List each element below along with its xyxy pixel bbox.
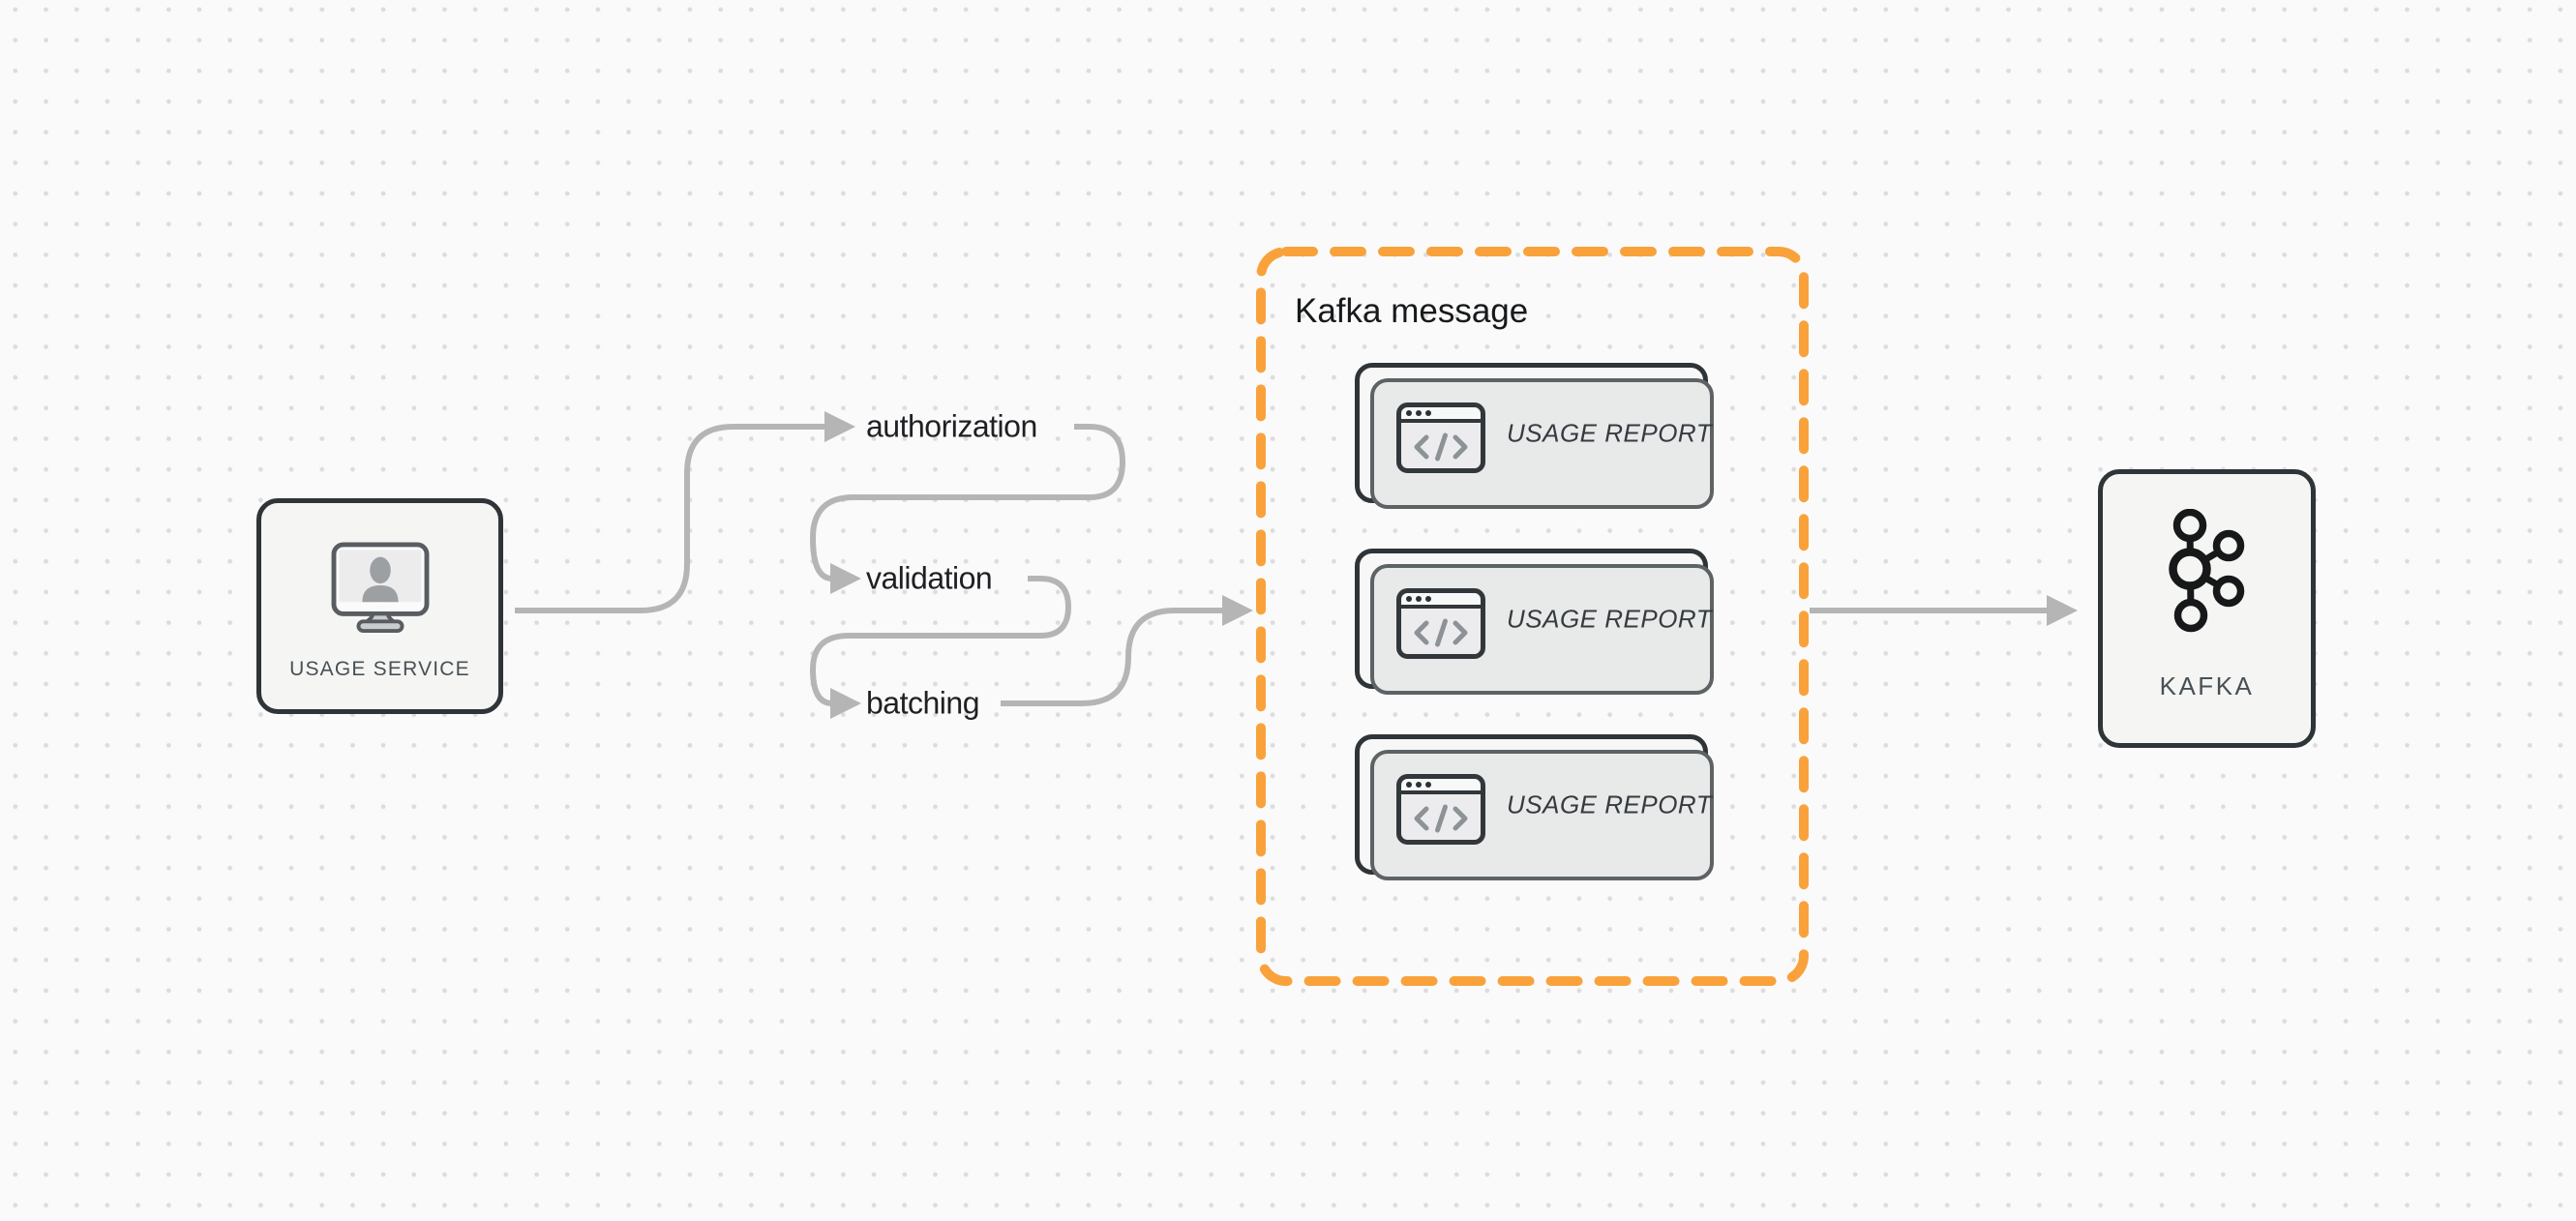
kafka-message-group-border [1256,247,1809,986]
monitor-user-icon [331,542,429,634]
arrowhead-icon [830,688,861,719]
connector-usage-to-authorization [515,424,824,613]
code-window-icon [1396,774,1485,845]
connector-batching-to-group [1001,608,1222,706]
arrowhead-icon [1222,595,1253,626]
step-label-authorization: authorization [866,408,1037,444]
node-label-kafka: KAFKA [2159,671,2255,700]
usage-report-label: USAGE REPORT [1507,604,1713,633]
node-usage-service: USAGE SERVICE [256,498,503,714]
kafka-logo-icon [2168,509,2244,633]
usage-report-label: USAGE REPORT [1507,418,1713,447]
arrowhead-icon [2047,595,2078,626]
node-kafka: KAFKA [2098,469,2316,748]
connector-validation-to-batching [809,576,1072,706]
usage-report-card: USAGE REPORT [1355,734,1714,880]
usage-report-label: USAGE REPORT [1507,789,1713,819]
node-label-usage-service: USAGE SERVICE [289,658,470,680]
usage-report-card: USAGE REPORT [1355,363,1714,509]
step-label-batching: batching [866,685,979,721]
step-label-validation: validation [866,560,993,596]
code-window-icon [1396,588,1485,659]
connector-authorization-to-validation [809,424,1126,581]
arrowhead-icon [830,563,861,594]
code-window-icon [1396,402,1485,473]
usage-report-card: USAGE REPORT [1355,549,1714,695]
arrowhead-icon [824,411,855,442]
kafka-message-group-title: Kafka message [1295,292,1529,330]
